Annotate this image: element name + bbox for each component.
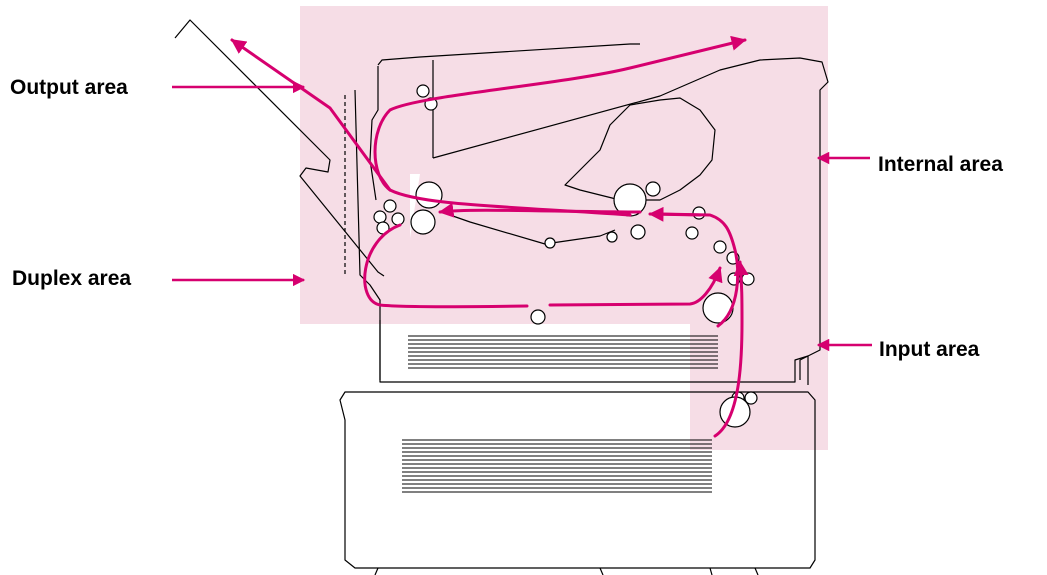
output-bin — [369, 66, 379, 201]
path-exit-top — [438, 202, 642, 218]
base-feet — [374, 567, 759, 575]
output-area-region — [300, 6, 828, 174]
path-to-top-output — [373, 35, 747, 217]
input-area-label: Input area — [879, 338, 980, 361]
top-cover — [377, 43, 640, 66]
output-tray — [174, 19, 385, 277]
top-slope — [432, 57, 829, 380]
tray-2-body — [339, 391, 816, 569]
duplex-area-label: Duplex area — [12, 267, 132, 290]
callout-pointers — [172, 80, 872, 352]
input-area-region — [690, 248, 828, 450]
paper-stack-upper — [408, 335, 718, 369]
path-to-left-output — [230, 38, 392, 192]
path-to-fuser — [648, 206, 702, 222]
tray-1-body — [379, 320, 809, 385]
path-duplex-loop — [363, 223, 529, 309]
internal-area-label: Internal area — [878, 153, 1003, 176]
path-duplex-return — [548, 266, 723, 307]
paper-stack-lower — [402, 439, 712, 493]
path-tray-feed — [658, 212, 740, 328]
output-area-label: Output area — [10, 76, 128, 99]
path-tray-lift — [713, 260, 749, 438]
paper-path — [230, 35, 749, 438]
